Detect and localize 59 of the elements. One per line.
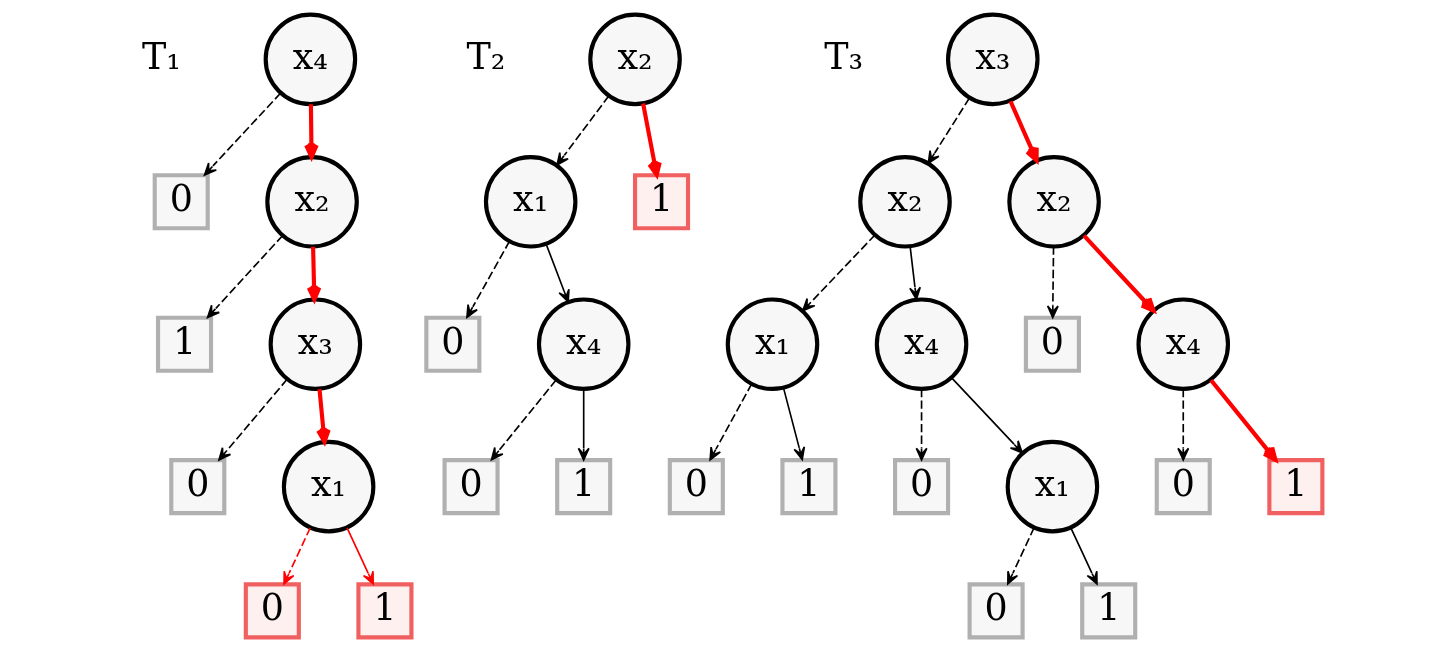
arrow	[782, 386, 806, 461]
arrow	[556, 95, 610, 166]
arrow	[1177, 388, 1190, 461]
arrow	[641, 103, 662, 177]
node-box: 0	[1154, 458, 1212, 516]
arrow	[951, 377, 1024, 454]
node-box: 0	[152, 173, 210, 231]
node-box: 1	[155, 315, 214, 373]
label: T₁	[141, 34, 181, 78]
node-box: 0	[243, 582, 301, 640]
node-box: 0	[1023, 315, 1081, 373]
node-circle: x₄	[874, 297, 969, 391]
arrow	[306, 246, 322, 302]
arrow	[316, 388, 331, 444]
label: T₂	[466, 34, 506, 78]
node-box: 0	[967, 582, 1025, 640]
node-box: 1	[780, 458, 838, 516]
arrow	[1082, 234, 1156, 313]
arrow	[304, 104, 319, 159]
node-box: 0	[442, 458, 500, 516]
label: T₃	[824, 34, 864, 78]
arrow	[1070, 527, 1098, 585]
arrow	[346, 527, 374, 585]
arrow	[466, 240, 511, 319]
node-circle: x₂	[858, 155, 952, 249]
arrow	[927, 97, 971, 165]
node-box: 1	[555, 458, 613, 516]
arrow	[915, 388, 928, 461]
node-circle: x₂	[1007, 155, 1101, 249]
arrow	[1008, 100, 1039, 163]
node-circle: x₄	[536, 297, 631, 391]
arrow	[283, 527, 311, 585]
node-circle: x₂	[265, 155, 359, 249]
node-circle: x₄	[263, 12, 358, 107]
arrow	[1007, 527, 1035, 585]
node-box: 1	[632, 173, 691, 231]
arrow	[709, 383, 753, 461]
node-box: 0	[667, 458, 725, 516]
arrow	[206, 234, 284, 319]
arrow	[909, 245, 922, 301]
node-box: 0	[169, 458, 227, 516]
node-circle: x₂	[588, 12, 682, 107]
node-box: 1	[356, 582, 414, 640]
arrow	[218, 378, 288, 461]
node-box: 1	[1267, 458, 1325, 516]
arrow	[802, 234, 876, 312]
node-circle: x₁	[483, 155, 578, 249]
arrow	[203, 92, 282, 176]
arrow	[1046, 245, 1059, 319]
node-circle: x₃	[946, 12, 1040, 107]
node-box: 1	[1080, 582, 1138, 640]
arrow	[577, 388, 590, 461]
node-circle: x₃	[268, 297, 363, 391]
arrow	[1209, 378, 1278, 462]
node-box: 0	[424, 315, 482, 373]
node-box: 0	[893, 458, 951, 516]
arrow	[545, 243, 570, 303]
node-circle: x₁	[281, 439, 376, 534]
arrow	[490, 379, 557, 461]
